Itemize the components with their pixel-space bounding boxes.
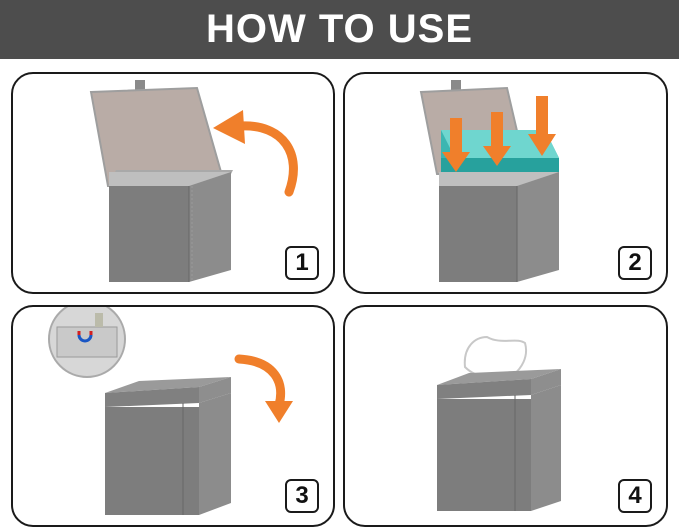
insert-tissues-illustration [419, 80, 559, 282]
arrow-icon [234, 354, 293, 423]
pull-tissue-illustration [437, 335, 561, 511]
step-number-badge: 1 [285, 246, 319, 280]
step-number-badge: 2 [618, 246, 652, 280]
down-arrow-icon [442, 96, 556, 172]
step-1-panel: 1 [11, 72, 335, 294]
step-number-badge: 4 [618, 479, 652, 513]
header-banner: HOW TO USE [0, 0, 679, 59]
step-3-panel: 3 [11, 305, 335, 527]
step-2-panel: 2 [343, 72, 668, 294]
close-lid-illustration [48, 307, 293, 515]
magnet-icon [48, 307, 126, 378]
step-4-panel: 4 [343, 305, 668, 527]
page-title: HOW TO USE [205, 7, 474, 51]
open-lid-illustration [89, 80, 298, 282]
step-number-badge: 3 [285, 479, 319, 513]
arrow-icon [213, 110, 298, 197]
